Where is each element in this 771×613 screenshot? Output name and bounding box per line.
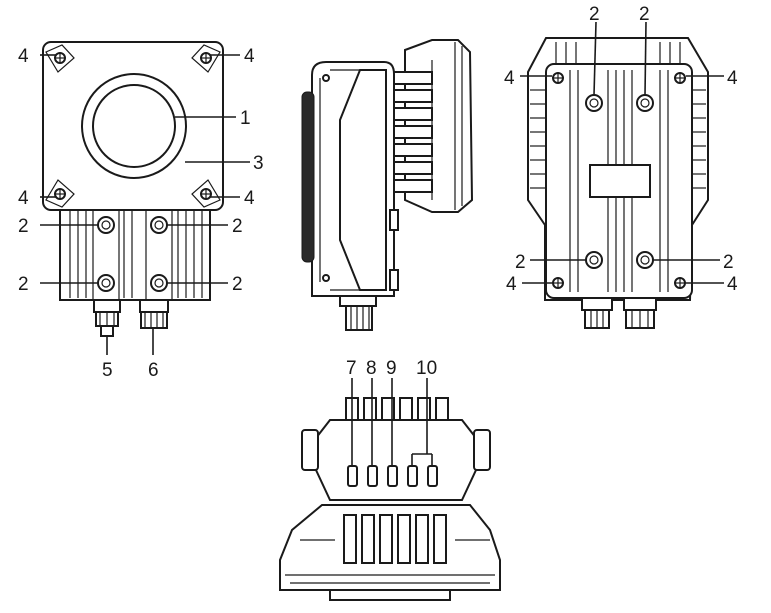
front-lower-body bbox=[59, 204, 211, 301]
corner-tab-tr bbox=[191, 44, 221, 73]
side-screw-bottom bbox=[322, 274, 330, 282]
top-view: 7 8 9 10 bbox=[279, 358, 501, 601]
callout-6: 6 bbox=[148, 360, 159, 381]
top-lower-fins bbox=[285, 514, 495, 584]
indicator-led-10b bbox=[427, 465, 438, 487]
callout-2-front-ul: 2 bbox=[18, 216, 29, 237]
connector-5 bbox=[93, 299, 121, 337]
connector-6 bbox=[139, 299, 169, 329]
callout-8: 8 bbox=[366, 358, 377, 379]
callout-9: 9 bbox=[386, 358, 397, 379]
back-screw-tl bbox=[552, 72, 564, 84]
callout-1: 1 bbox=[240, 108, 251, 129]
callout-4-front-tr: 4 bbox=[244, 46, 255, 67]
top-base-strip bbox=[329, 589, 451, 601]
back-mount-hole-1 bbox=[585, 94, 603, 112]
back-heatsink-top-fins bbox=[555, 42, 681, 64]
callout-4-front-bl: 4 bbox=[18, 188, 29, 209]
back-mount-hole-4 bbox=[636, 251, 654, 269]
callout-7: 7 bbox=[346, 358, 357, 379]
lens-inner-ring bbox=[92, 84, 176, 168]
side-heatsink bbox=[391, 39, 474, 213]
back-connectors bbox=[581, 297, 657, 329]
callout-4-front-tl: 4 bbox=[18, 46, 29, 67]
callout-2-back-br: 2 bbox=[723, 252, 734, 273]
top-housing-tab-right bbox=[473, 429, 491, 471]
side-view bbox=[301, 39, 474, 331]
top-heatsink-fins bbox=[345, 397, 449, 421]
callout-4-back-tr: 4 bbox=[727, 68, 738, 89]
callout-4-back-tl: 4 bbox=[504, 68, 515, 89]
indicator-led-8 bbox=[367, 465, 378, 487]
callout-2-back-tl: 2 bbox=[589, 4, 600, 25]
front-screw-tr bbox=[200, 52, 212, 64]
back-screw-br bbox=[674, 277, 686, 289]
side-clip-lower bbox=[389, 269, 399, 291]
corner-tab-tl bbox=[45, 44, 75, 73]
side-connector bbox=[339, 295, 377, 331]
front-mount-hole-4 bbox=[150, 274, 168, 292]
callout-2-front-ur: 2 bbox=[232, 216, 243, 237]
indicator-led-10a bbox=[407, 465, 418, 487]
side-panel bbox=[339, 69, 387, 291]
front-mount-hole-3 bbox=[97, 274, 115, 292]
callout-4-front-br: 4 bbox=[244, 188, 255, 209]
side-bracket bbox=[301, 91, 315, 263]
back-mount-hole-2 bbox=[636, 94, 654, 112]
front-mount-hole-2 bbox=[150, 216, 168, 234]
callout-4-back-br: 4 bbox=[727, 274, 738, 295]
side-clip-upper bbox=[389, 209, 399, 231]
front-mount-hole-1 bbox=[97, 216, 115, 234]
top-housing-tab-left bbox=[301, 429, 319, 471]
corner-tab-br bbox=[191, 179, 221, 208]
front-view: 4 4 1 3 4 4 2 2 2 2 5 6 bbox=[18, 41, 264, 381]
back-screw-bl bbox=[552, 277, 564, 289]
back-view: 2 2 4 4 2 2 4 4 bbox=[504, 4, 738, 329]
callout-3: 3 bbox=[253, 153, 264, 174]
front-screw-tl bbox=[54, 52, 66, 64]
top-housing-upper bbox=[315, 419, 477, 501]
corner-tab-bl bbox=[45, 179, 75, 208]
back-mount-hole-3 bbox=[585, 251, 603, 269]
callout-4-back-bl: 4 bbox=[506, 274, 517, 295]
indicator-led-7 bbox=[347, 465, 358, 487]
callout-5: 5 bbox=[102, 360, 113, 381]
callout-2-front-lr: 2 bbox=[232, 274, 243, 295]
back-screw-tr bbox=[674, 72, 686, 84]
callout-10: 10 bbox=[416, 358, 437, 379]
back-label-window bbox=[589, 164, 651, 198]
callout-2-back-bl: 2 bbox=[515, 252, 526, 273]
front-screw-bl bbox=[54, 188, 66, 200]
side-screw-top bbox=[322, 74, 330, 82]
front-screw-br bbox=[200, 188, 212, 200]
indicator-led-9 bbox=[387, 465, 398, 487]
callout-2-back-tr: 2 bbox=[639, 4, 650, 25]
callout-2-front-ll: 2 bbox=[18, 274, 29, 295]
